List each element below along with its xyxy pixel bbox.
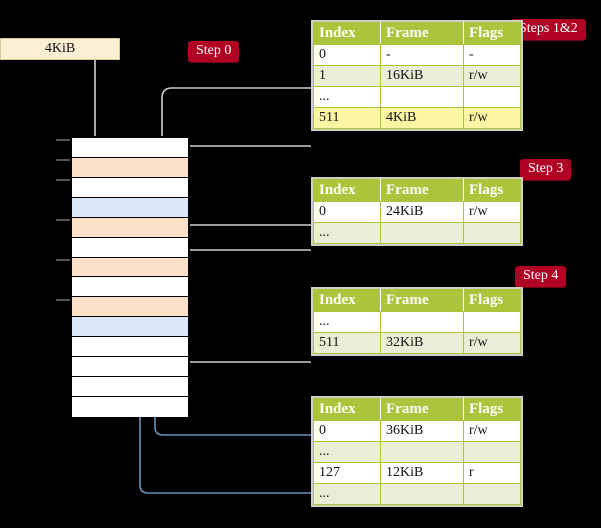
memory-frame-row [72, 217, 188, 238]
badge-step-4: Step 4 [515, 266, 567, 288]
memory-tick [56, 139, 70, 141]
table-cell: r/w [463, 420, 521, 442]
table-cell [380, 441, 464, 463]
memory-frame-row [72, 396, 188, 417]
memory-frame-row [72, 357, 188, 378]
table-cell [463, 483, 521, 505]
memory-tick [56, 219, 70, 221]
table-cell [463, 86, 521, 108]
column-header-index: Index [313, 179, 381, 202]
table-cell: ... [313, 86, 381, 108]
table-cell: 0 [313, 44, 381, 66]
table-cell [380, 483, 464, 505]
memory-tick [56, 299, 70, 301]
memory-frame-row [72, 337, 188, 358]
table-row: ... [313, 311, 521, 333]
table-cell: 1 [313, 65, 381, 87]
table-cell: 16KiB [380, 65, 464, 87]
memory-frame-row [72, 377, 188, 397]
physical-memory-column [70, 136, 190, 417]
table-cell: 511 [313, 107, 381, 129]
source-frame-box: 4KiB [0, 38, 120, 60]
table-row: ... [313, 222, 521, 244]
table-cell [380, 86, 464, 108]
table-cell: ... [313, 441, 381, 463]
table-cell: 0 [313, 420, 381, 442]
memory-frame-row [72, 138, 188, 158]
memory-tick [56, 179, 70, 181]
table-cell [380, 222, 464, 244]
table-row: ... [313, 86, 521, 108]
table-cell: 24KiB [380, 201, 464, 223]
table-cell: - [380, 44, 464, 66]
table-row: ... [313, 483, 521, 505]
table-cell: r/w [463, 332, 521, 354]
table-cell: 127 [313, 462, 381, 484]
table-cell [380, 311, 464, 333]
memory-frame-row [72, 297, 188, 318]
badge-step-0: Step 0 [188, 41, 240, 63]
table-cell: ... [313, 311, 381, 333]
memory-frame-row [72, 277, 188, 298]
memory-frame-row [72, 177, 188, 198]
memory-frame-row [72, 237, 188, 258]
table-cell: r [463, 462, 521, 484]
table-row: ... [313, 441, 521, 463]
column-header-flags: Flags [463, 289, 521, 312]
column-header-flags: Flags [463, 398, 521, 421]
memory-frame-row [72, 257, 188, 278]
table-cell [463, 222, 521, 244]
memory-tick [56, 259, 70, 261]
memory-frame-row [72, 197, 188, 218]
table-cell: r/w [463, 201, 521, 223]
badge-steps-1-2: Steps 1&2 [511, 19, 586, 41]
column-header-frame: Frame [380, 179, 464, 202]
table-cell: 32KiB [380, 332, 464, 354]
column-header-frame: Frame [380, 22, 464, 45]
table-cell: ... [313, 483, 381, 505]
column-header-index: Index [313, 22, 381, 45]
table-cell: r/w [463, 107, 521, 129]
table-cell: r/w [463, 65, 521, 87]
column-header-frame: Frame [380, 289, 464, 312]
table-cell: ... [313, 222, 381, 244]
column-header-index: Index [313, 289, 381, 312]
source-frame-label: 4KiB [44, 41, 76, 56]
table-cell: 4KiB [380, 107, 464, 129]
table-cell: 36KiB [380, 420, 464, 442]
column-header-index: Index [313, 398, 381, 421]
table-cell: 0 [313, 201, 381, 223]
table-cell [463, 441, 521, 463]
column-header-frame: Frame [380, 398, 464, 421]
column-header-flags: Flags [463, 22, 521, 45]
memory-frame-row [72, 157, 188, 178]
badge-step-3: Step 3 [520, 159, 572, 181]
memory-frame-row [72, 317, 188, 338]
table-cell: - [463, 44, 521, 66]
table-cell: 12KiB [380, 462, 464, 484]
column-header-flags: Flags [463, 179, 521, 202]
table-cell: 511 [313, 332, 381, 354]
table-row: 0-- [313, 44, 521, 66]
table-cell [463, 311, 521, 333]
memory-tick [56, 159, 70, 161]
